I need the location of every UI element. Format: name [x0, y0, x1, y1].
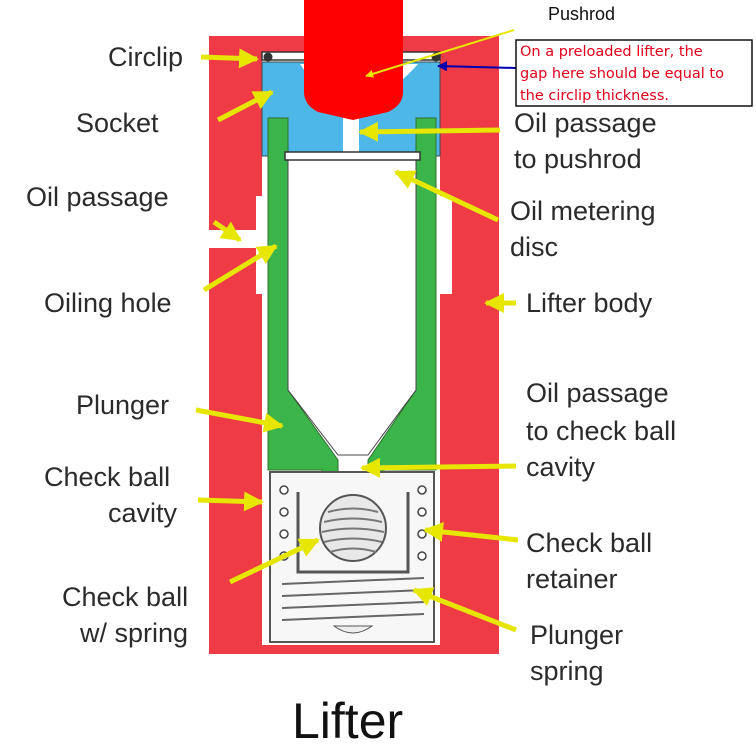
- oil-metering-disc: [284, 151, 421, 161]
- label-oil-passage-check-3: cavity: [526, 452, 596, 482]
- label-check-ball-spring-2: w/ spring: [79, 618, 188, 648]
- label-oil-metering-disc-2: disc: [510, 232, 558, 262]
- label-socket: Socket: [76, 108, 159, 138]
- check-ball-spring: [321, 507, 385, 553]
- label-plunger-spring: Plunger: [530, 620, 623, 650]
- label-check-ball-cavity-2: cavity: [108, 498, 178, 528]
- label-circlip: Circlip: [108, 42, 183, 72]
- label-oil-passage-check-2: to check ball: [526, 416, 676, 446]
- label-check-ball-spring: Check ball: [62, 582, 188, 612]
- diagram-title: Lifter: [292, 693, 403, 749]
- label-oil-passage-pushrod: Oil passage: [514, 108, 657, 138]
- gap-leader: [437, 61, 517, 72]
- label-check-ball-retainer-2: retainer: [526, 564, 618, 594]
- note-line-3: the circlip thickness.: [520, 88, 669, 104]
- pushrod: [304, 0, 403, 120]
- label-oil-passage-check: Oil passage: [526, 378, 669, 408]
- check-ball-retainer: [296, 492, 410, 574]
- leader-arrows: [195, 48, 519, 633]
- label-check-ball-retainer: Check ball: [526, 528, 652, 558]
- check-ball-assembly: [269, 471, 435, 643]
- label-pushrod: Pushrod: [548, 4, 615, 24]
- label-check-ball-cavity: Check ball: [44, 462, 170, 492]
- label-plunger-spring-2: spring: [530, 656, 604, 686]
- label-oil-metering-disc: Oil metering: [510, 196, 656, 226]
- label-oiling-hole: Oiling hole: [44, 288, 172, 318]
- label-lifter-body: Lifter body: [526, 288, 653, 318]
- preload-note: On a preloaded lifter, the gap here shou…: [515, 39, 753, 107]
- plunger-spring: [281, 577, 425, 621]
- label-oil-passage-pushrod-2: to pushrod: [514, 144, 642, 174]
- note-line-1: On a preloaded lifter, the: [520, 44, 703, 60]
- pushrod-leader: [365, 29, 515, 78]
- plunger: [267, 117, 437, 496]
- label-plunger: Plunger: [76, 390, 169, 420]
- note-line-2: gap here should be equal to: [520, 66, 724, 82]
- label-oil-passage: Oil passage: [26, 182, 169, 212]
